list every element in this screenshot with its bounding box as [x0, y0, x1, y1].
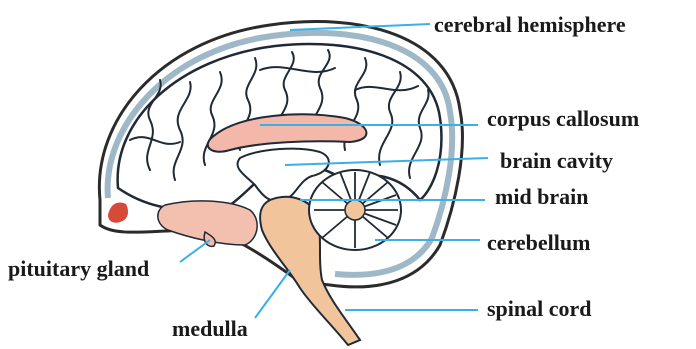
leader-pituitary-gland	[180, 240, 210, 262]
label-cerebellum: cerebellum	[487, 232, 590, 254]
leader-medulla	[255, 270, 290, 318]
label-pituitary-gland: pituitary gland	[8, 258, 149, 280]
label-medulla: medulla	[172, 318, 248, 340]
label-corpus-callosum: corpus callosum	[487, 108, 639, 130]
cerebellum-shape	[309, 170, 401, 250]
label-mid-brain: mid brain	[495, 186, 589, 208]
label-spinal-cord: spinal cord	[487, 298, 592, 320]
label-cerebral-hemisphere: cerebral hemisphere	[434, 14, 626, 36]
label-brain-cavity: brain cavity	[500, 150, 613, 172]
